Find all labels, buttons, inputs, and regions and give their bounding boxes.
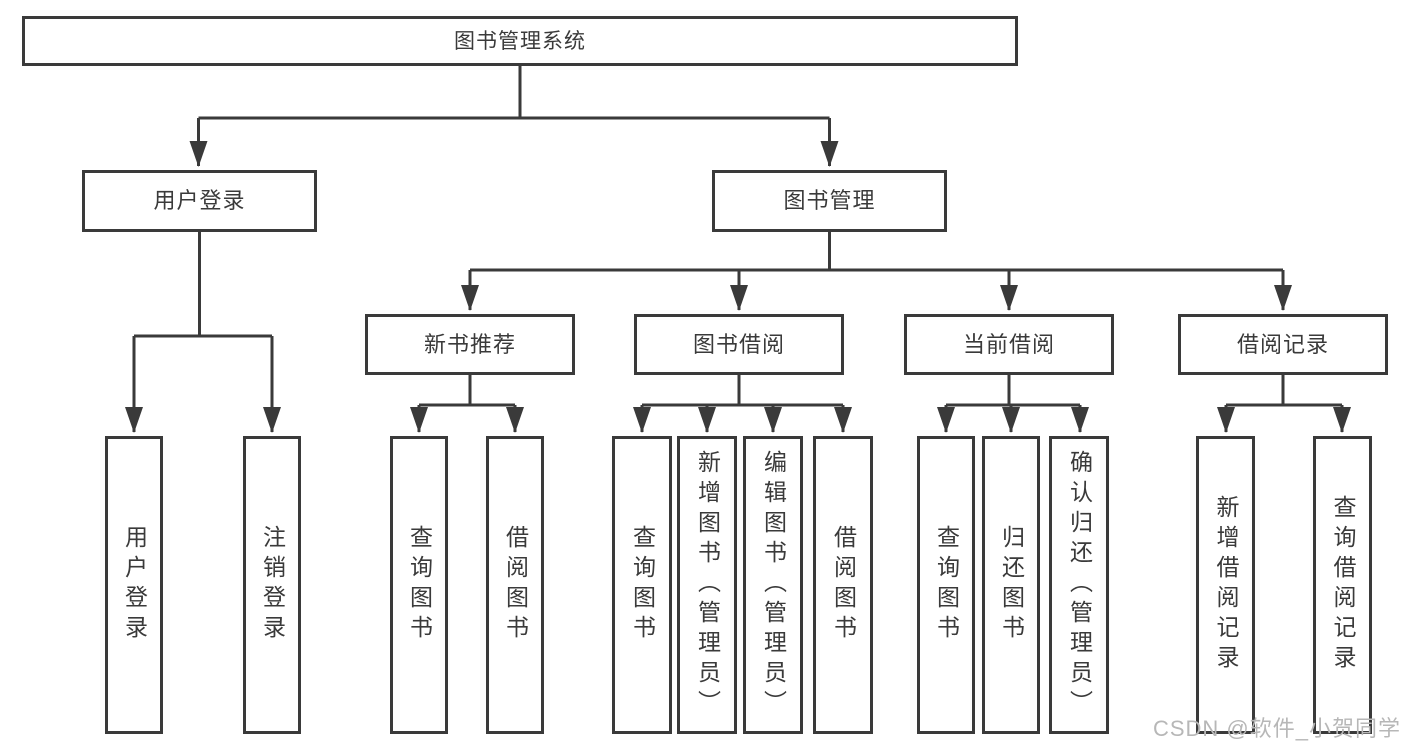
leaf-br-add-borrow-record: 新增借阅记录 [1196, 436, 1255, 734]
node-new-book-recommendation: 新书推荐 [365, 314, 575, 375]
node-root: 图书管理系统 [22, 16, 1018, 66]
leaf-nbr-borrow-books: 借阅图书 [486, 436, 544, 734]
node-user-login: 用户登录 [82, 170, 317, 232]
leaf-br-query-borrow-record: 查询借阅记录 [1313, 436, 1372, 734]
connector-user-login [125, 232, 281, 433]
leaf-bb-add-book-admin: 新增图书（管理员） [677, 436, 737, 734]
connector-root [189, 66, 839, 167]
connector-borrowing-records [1217, 375, 1351, 433]
leaf-user-login: 用户登录 [105, 436, 163, 734]
leaf-bb-borrow-books: 借阅图书 [813, 436, 873, 734]
connector-book-borrowing [633, 375, 852, 433]
node-book-management: 图书管理 [712, 170, 947, 232]
leaf-bb-edit-book-admin: 编辑图书（管理员） [743, 436, 803, 734]
connector-book-management [461, 232, 1292, 311]
node-borrowing-records: 借阅记录 [1178, 314, 1388, 375]
leaf-nbr-query-books: 查询图书 [390, 436, 448, 734]
leaf-bb-query-books: 查询图书 [612, 436, 672, 734]
connector-current-borrowing [937, 375, 1089, 433]
csdn-watermark: CSDN @软件_小贺同学 [1152, 716, 1401, 741]
leaf-cb-confirm-return-admin: 确认归还（管理员） [1049, 436, 1109, 734]
connector-new-book-recommendation [410, 375, 524, 433]
leaf-cb-query-books: 查询图书 [917, 436, 975, 734]
leaf-cb-return-books: 归还图书 [982, 436, 1040, 734]
leaf-logout: 注销登录 [243, 436, 301, 734]
node-current-borrowing: 当前借阅 [904, 314, 1114, 375]
node-book-borrowing: 图书借阅 [634, 314, 844, 375]
